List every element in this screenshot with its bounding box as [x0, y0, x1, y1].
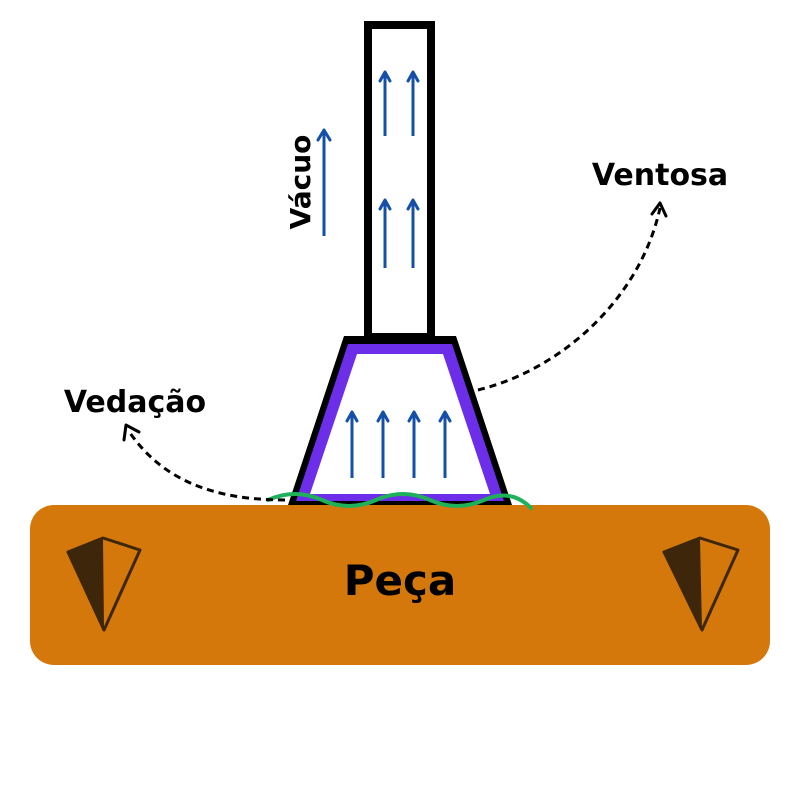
vacuum-tube-body — [364, 21, 435, 341]
up-arrow-icon — [316, 128, 332, 236]
leader-arrowhead-icon — [122, 423, 141, 442]
up-arrow-icon — [378, 198, 392, 268]
vacuum-label: Vácuo — [284, 135, 317, 230]
workpiece: Peça — [30, 505, 770, 665]
seal-leader — [126, 429, 286, 502]
up-arrow-icon — [376, 410, 390, 478]
suction-cup-callout: Ventosa — [477, 158, 728, 392]
cup-flow-arrows — [345, 410, 452, 478]
workpiece-body — [30, 505, 770, 665]
left-triangle-marker-icon — [66, 536, 142, 632]
suction-cup-label: Ventosa — [592, 158, 728, 193]
vacuum-indicator: Vácuo — [284, 128, 332, 236]
right-triangle-marker-icon — [662, 536, 740, 632]
tube-flow-arrows — [378, 70, 420, 268]
seal-callout: Vedação — [64, 385, 286, 502]
workpiece-label: Peça — [344, 556, 457, 605]
leader-arrowhead-icon — [650, 201, 668, 218]
up-arrow-icon — [407, 410, 421, 478]
vacuum-tube — [364, 21, 435, 341]
seal-label: Vedação — [64, 385, 206, 420]
up-arrow-icon — [438, 410, 452, 478]
up-arrow-icon — [406, 70, 420, 136]
up-arrow-icon — [345, 410, 359, 478]
suction-cup — [288, 336, 512, 505]
up-arrow-icon — [378, 70, 392, 136]
suction-cup-leader — [477, 207, 662, 392]
seal-line — [266, 492, 533, 510]
up-arrow-icon — [406, 198, 420, 268]
